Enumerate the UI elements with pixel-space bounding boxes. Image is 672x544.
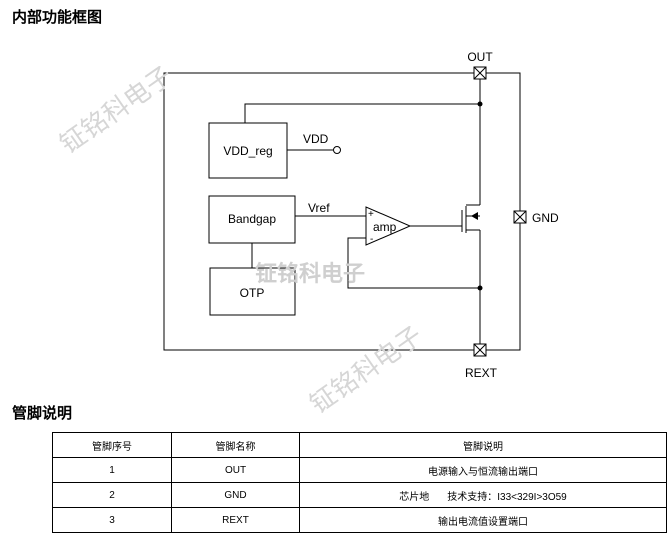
vdd-label: VDD <box>303 132 329 146</box>
pin-name: REXT <box>171 507 300 533</box>
junction-dot-top <box>477 101 483 107</box>
wire-vddreg-to-out <box>244 103 480 123</box>
pin-number: 1 <box>52 457 172 483</box>
gnd-pin-label: GND <box>532 211 559 225</box>
table-row: 2 GND 芯片地 技术支持：I33<329I>3O59 <box>52 482 667 508</box>
pin-description: 输出电流值设置端口 <box>299 507 667 533</box>
pin-name: OUT <box>171 457 300 483</box>
table-row: 1 OUT 电源输入与恒流输出端口 <box>52 457 667 483</box>
pin-number: 2 <box>52 482 172 508</box>
pin-description-text: 芯片地 <box>399 491 430 503</box>
amp-triangle <box>365 206 412 246</box>
otp-label: OTP <box>240 286 265 300</box>
out-pin-label: OUT <box>467 50 493 64</box>
wire-feedback <box>347 237 480 289</box>
header-pin-name: 管脚名称 <box>171 432 300 458</box>
amp-plus-label: + <box>368 209 374 220</box>
vdd-terminal <box>333 146 341 154</box>
block-diagram: VDD_reg Bandgap OTP amp VDD Vref + - OUT… <box>163 50 559 380</box>
amp-label: amp <box>373 220 397 234</box>
rext-pin-label: REXT <box>465 366 498 380</box>
block-diagram-title: 内部功能框图 <box>12 8 103 26</box>
tech-support-text: 技术支持：I33<329I>3O59 <box>447 491 567 503</box>
out-pin-box <box>473 66 487 80</box>
table-header-row: 管脚序号 管脚名称 管脚说明 <box>52 432 667 458</box>
table-row: 3 REXT 输出电流值设置端口 <box>52 507 667 533</box>
mosfet-arrow <box>471 212 478 220</box>
bandgap-label: Bandgap <box>228 212 276 226</box>
rext-pin-box <box>473 343 487 357</box>
pin-description: 电源输入与恒流输出端口 <box>299 457 667 483</box>
gnd-pin-box <box>513 210 527 224</box>
header-pin-number: 管脚序号 <box>52 432 172 458</box>
junction-dot-bottom <box>477 285 483 291</box>
pin-description-text: 电源输入与恒流输出端口 <box>428 466 538 478</box>
pin-description: 芯片地 技术支持：I33<329I>3O59 <box>299 482 667 508</box>
pin-name: GND <box>171 482 300 508</box>
header-pin-description: 管脚说明 <box>299 432 667 458</box>
vref-label: Vref <box>308 201 330 215</box>
amp-minus-label: - <box>370 234 373 245</box>
chip-outline <box>163 72 521 351</box>
pin-number: 3 <box>52 507 172 533</box>
pin-description-title: 管脚说明 <box>12 404 73 422</box>
pin-description-text: 输出电流值设置端口 <box>438 516 528 528</box>
pin-table: 管脚序号 管脚名称 管脚说明 1 OUT 电源输入与恒流输出端口 2 GND 芯… <box>52 432 667 533</box>
watermark: 钲铭科电子 <box>255 262 366 287</box>
vdd-reg-label: VDD_reg <box>223 144 272 158</box>
